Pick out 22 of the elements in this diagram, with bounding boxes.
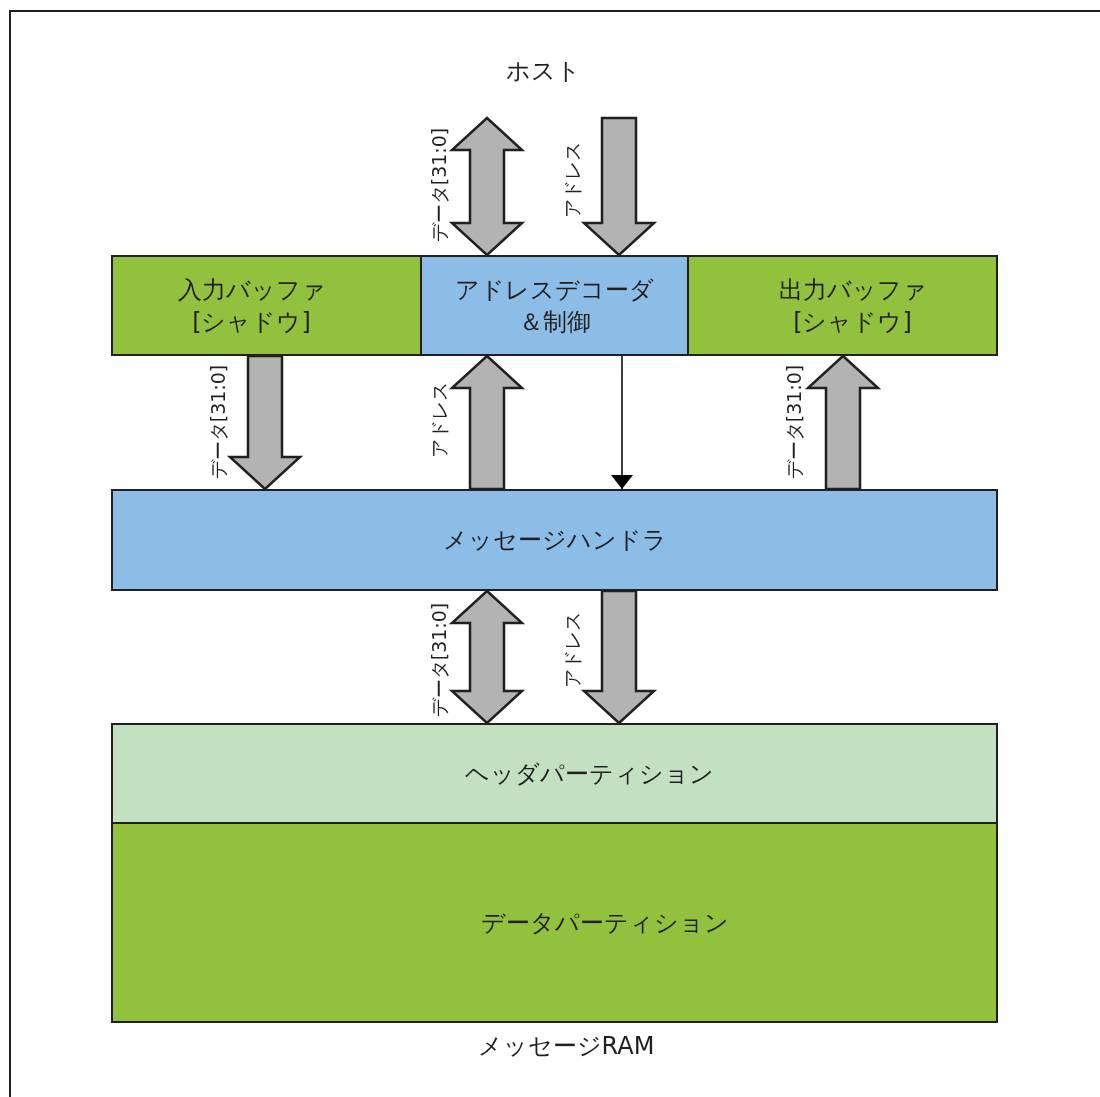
edge-label: アドレス (561, 612, 583, 688)
arrow (580, 589, 658, 725)
buffer-box: 入力バッファ[シャドウ] (111, 255, 422, 356)
host-label: ホスト (443, 56, 643, 118)
handler-box: メッセージハンドラ (111, 489, 998, 591)
edge-label: データ[31:0] (428, 602, 450, 718)
edge-label: アドレス (561, 142, 583, 218)
partition-box: ヘッダパーティション (111, 723, 998, 824)
arrow (226, 354, 304, 491)
buffer-box: 出力バッファ[シャドウ] (687, 255, 998, 356)
edge-label: データ[31:0] (207, 364, 229, 480)
arrow (448, 589, 526, 725)
edge-label: データ[31:0] (428, 127, 450, 243)
edge-label: アドレス (428, 382, 450, 458)
arrow (448, 116, 526, 257)
edge-label: データ[31:0] (783, 364, 805, 480)
decoder-box: アドレスデコーダ＆制御 (420, 255, 689, 356)
partition-box: データパーティション (111, 822, 998, 1023)
arrow (580, 116, 658, 257)
memory-label: メッセージRAM (477, 1031, 655, 1062)
arrow (448, 354, 526, 491)
arrow (804, 354, 882, 491)
